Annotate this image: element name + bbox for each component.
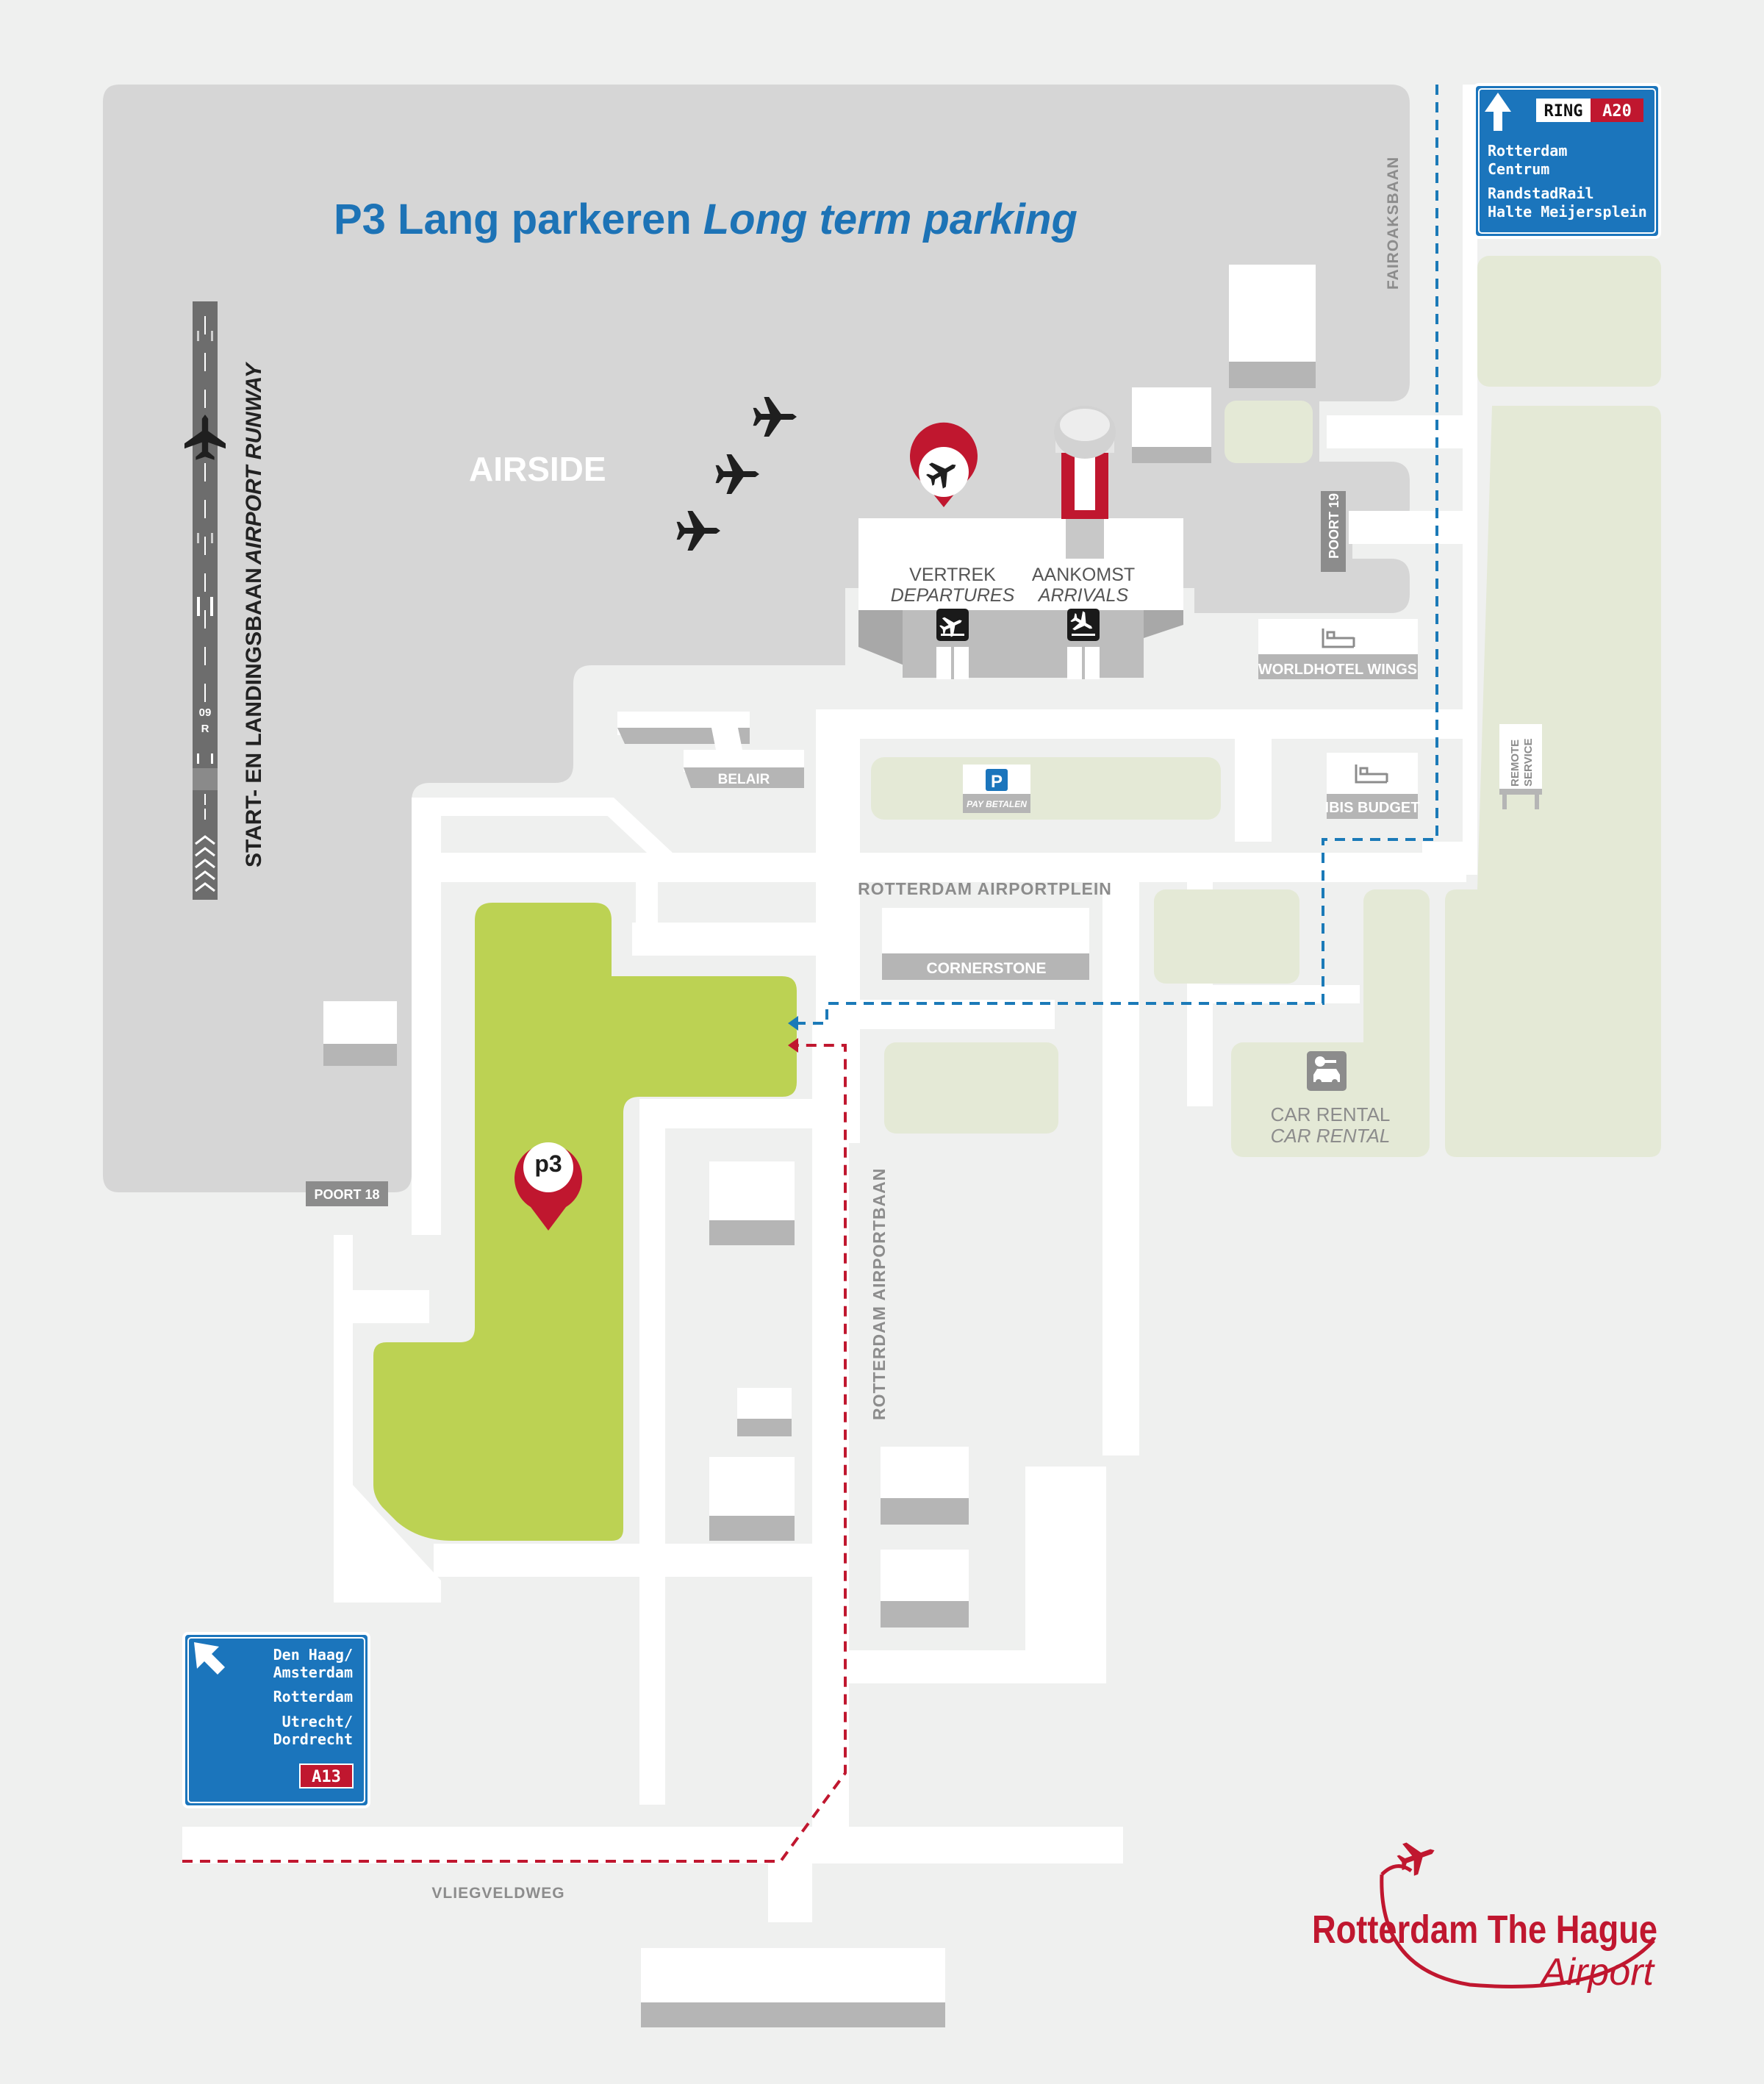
route-blue bbox=[795, 85, 1438, 1025]
sign-utrecht: Utrecht/ bbox=[282, 1713, 353, 1730]
control-tower bbox=[1054, 406, 1116, 559]
belair-building[interactable]: BELAIR bbox=[617, 712, 804, 788]
remote-service-line2: SERVICE bbox=[1522, 738, 1535, 787]
gate-poort-19: POORT 19 bbox=[1321, 491, 1346, 572]
road-sign-a20: RING A20 Rotterdam Centrum RandstadRail … bbox=[1473, 83, 1661, 239]
ibis-label: IBIS BUDGET bbox=[1325, 800, 1420, 816]
belair-label: BELAIR bbox=[718, 772, 770, 787]
gate-poort-18: POORT 18 bbox=[306, 1181, 388, 1206]
remote-service[interactable]: REMOTE SERVICE bbox=[1499, 724, 1542, 809]
logo-line1: Rotterdam The Hague bbox=[1312, 1908, 1657, 1952]
worldhotel-wings[interactable]: WORLDHOTEL WINGS bbox=[1258, 619, 1418, 679]
sign-amsterdam: Amsterdam bbox=[273, 1664, 353, 1681]
parking-p-icon bbox=[986, 769, 1008, 791]
airplane-icon bbox=[715, 454, 759, 494]
route-red-arrow bbox=[788, 1038, 798, 1053]
airplane-icon bbox=[676, 511, 720, 551]
car-rental-label-dutch: CAR RENTAL bbox=[1271, 1103, 1391, 1125]
ring-label: RING bbox=[1544, 102, 1583, 121]
bed-icon bbox=[1322, 629, 1355, 648]
road-network bbox=[182, 85, 1477, 1922]
arrivals-label-english: ARRIVALS bbox=[1037, 585, 1129, 606]
car-rental-label-english: CAR RENTAL bbox=[1271, 1125, 1391, 1147]
car-rental[interactable]: CAR RENTAL CAR RENTAL bbox=[1271, 1051, 1391, 1147]
cornerstone-label: CORNERSTONE bbox=[927, 960, 1047, 977]
airplane-icon bbox=[753, 397, 797, 437]
street-airportbaan: ROTTERDAM AIRPORTBAAN bbox=[870, 1168, 889, 1420]
title-dutch: P3 Lang parkeren bbox=[334, 196, 692, 243]
runway: 09 R bbox=[184, 301, 226, 900]
p3-location-marker[interactable]: p3 bbox=[514, 1142, 582, 1231]
logo-plane-icon bbox=[1396, 1842, 1435, 1876]
sign-rotterdam-a13: Rotterdam bbox=[273, 1688, 353, 1705]
route-blue-arrow bbox=[788, 1016, 798, 1031]
poort19-label: POORT 19 bbox=[1327, 493, 1341, 559]
street-fairoaksbaan: FAIROAKSBAAN bbox=[1385, 157, 1402, 290]
airport-plane-icon bbox=[925, 462, 956, 489]
a13-label: A13 bbox=[312, 1768, 341, 1786]
airplane-icons bbox=[676, 397, 797, 551]
runway-side: R bbox=[201, 723, 209, 735]
arrow-up-icon bbox=[1485, 93, 1511, 131]
airside-label: AIRSIDE bbox=[469, 450, 606, 488]
sign-halte: Halte Meijersplein bbox=[1488, 203, 1647, 221]
route-red bbox=[182, 1044, 847, 1863]
arrivals-label-dutch: AANKOMST bbox=[1032, 565, 1135, 585]
rotterdam-the-hague-airport-logo: Rotterdam The Hague Airport bbox=[1312, 1842, 1657, 1994]
runway-label-english: AIRPORT RUNWAY bbox=[242, 361, 266, 565]
departures-label-dutch: VERTREK bbox=[909, 565, 996, 585]
sign-dordrecht: Dordrecht bbox=[273, 1730, 353, 1748]
sign-randstadrail: RandstadRail bbox=[1488, 185, 1594, 202]
bed-icon bbox=[1355, 765, 1388, 784]
ibis-budget[interactable]: IBIS BUDGET bbox=[1325, 753, 1420, 819]
departures-icon bbox=[936, 609, 969, 641]
sign-centrum: Centrum bbox=[1488, 160, 1549, 178]
p3-marker-label: p3 bbox=[534, 1150, 562, 1177]
pay-label: PAY BETALEN bbox=[967, 799, 1027, 809]
title-english: Long term parking bbox=[703, 196, 1078, 243]
runway-plane-icon bbox=[184, 415, 226, 460]
sign-rotterdam: Rotterdam bbox=[1488, 142, 1567, 160]
departures-label-english: DEPARTURES bbox=[891, 585, 1015, 606]
road-sign-a13: Den Haag/ Amsterdam Rotterdam Utrecht/ D… bbox=[182, 1632, 370, 1808]
worldhotel-label: WORLDHOTEL WINGS bbox=[1258, 662, 1417, 678]
terminal-building[interactable]: VERTREK DEPARTURES AANKOMST ARRIVALS bbox=[858, 518, 1183, 679]
remote-service-line1: REMOTE bbox=[1509, 740, 1521, 787]
street-vliegveldweg: VLIEGVELDWEG bbox=[431, 1885, 564, 1902]
p3-parking-area[interactable] bbox=[373, 903, 797, 1541]
green-fields bbox=[871, 256, 1661, 1157]
airside-area bbox=[103, 85, 1410, 1192]
poort18-label: POORT 18 bbox=[314, 1187, 379, 1202]
arrow-up-left-icon bbox=[194, 1642, 225, 1675]
runway-label-dutch: START- EN LANDINGSBAAN bbox=[242, 567, 266, 867]
arrivals-icon bbox=[1067, 609, 1100, 641]
a20-label: A20 bbox=[1602, 102, 1632, 121]
runway-label: START- EN LANDINGSBAAN AIRPORT RUNWAY bbox=[242, 361, 266, 867]
cornerstone-building[interactable]: CORNERSTONE bbox=[882, 908, 1089, 980]
generic-buildings bbox=[323, 265, 1316, 2027]
street-airportplein: ROTTERDAM AIRPORTPLEIN bbox=[858, 879, 1112, 898]
pay-p-letter: P bbox=[991, 772, 1003, 792]
logo-line2: Airport bbox=[1539, 1951, 1656, 1994]
pay-station[interactable]: P PAY BETALEN bbox=[963, 765, 1030, 813]
sign-den-haag: Den Haag/ bbox=[273, 1646, 353, 1664]
airport-location-marker[interactable] bbox=[910, 422, 978, 507]
runway-number: 09 bbox=[199, 706, 212, 719]
